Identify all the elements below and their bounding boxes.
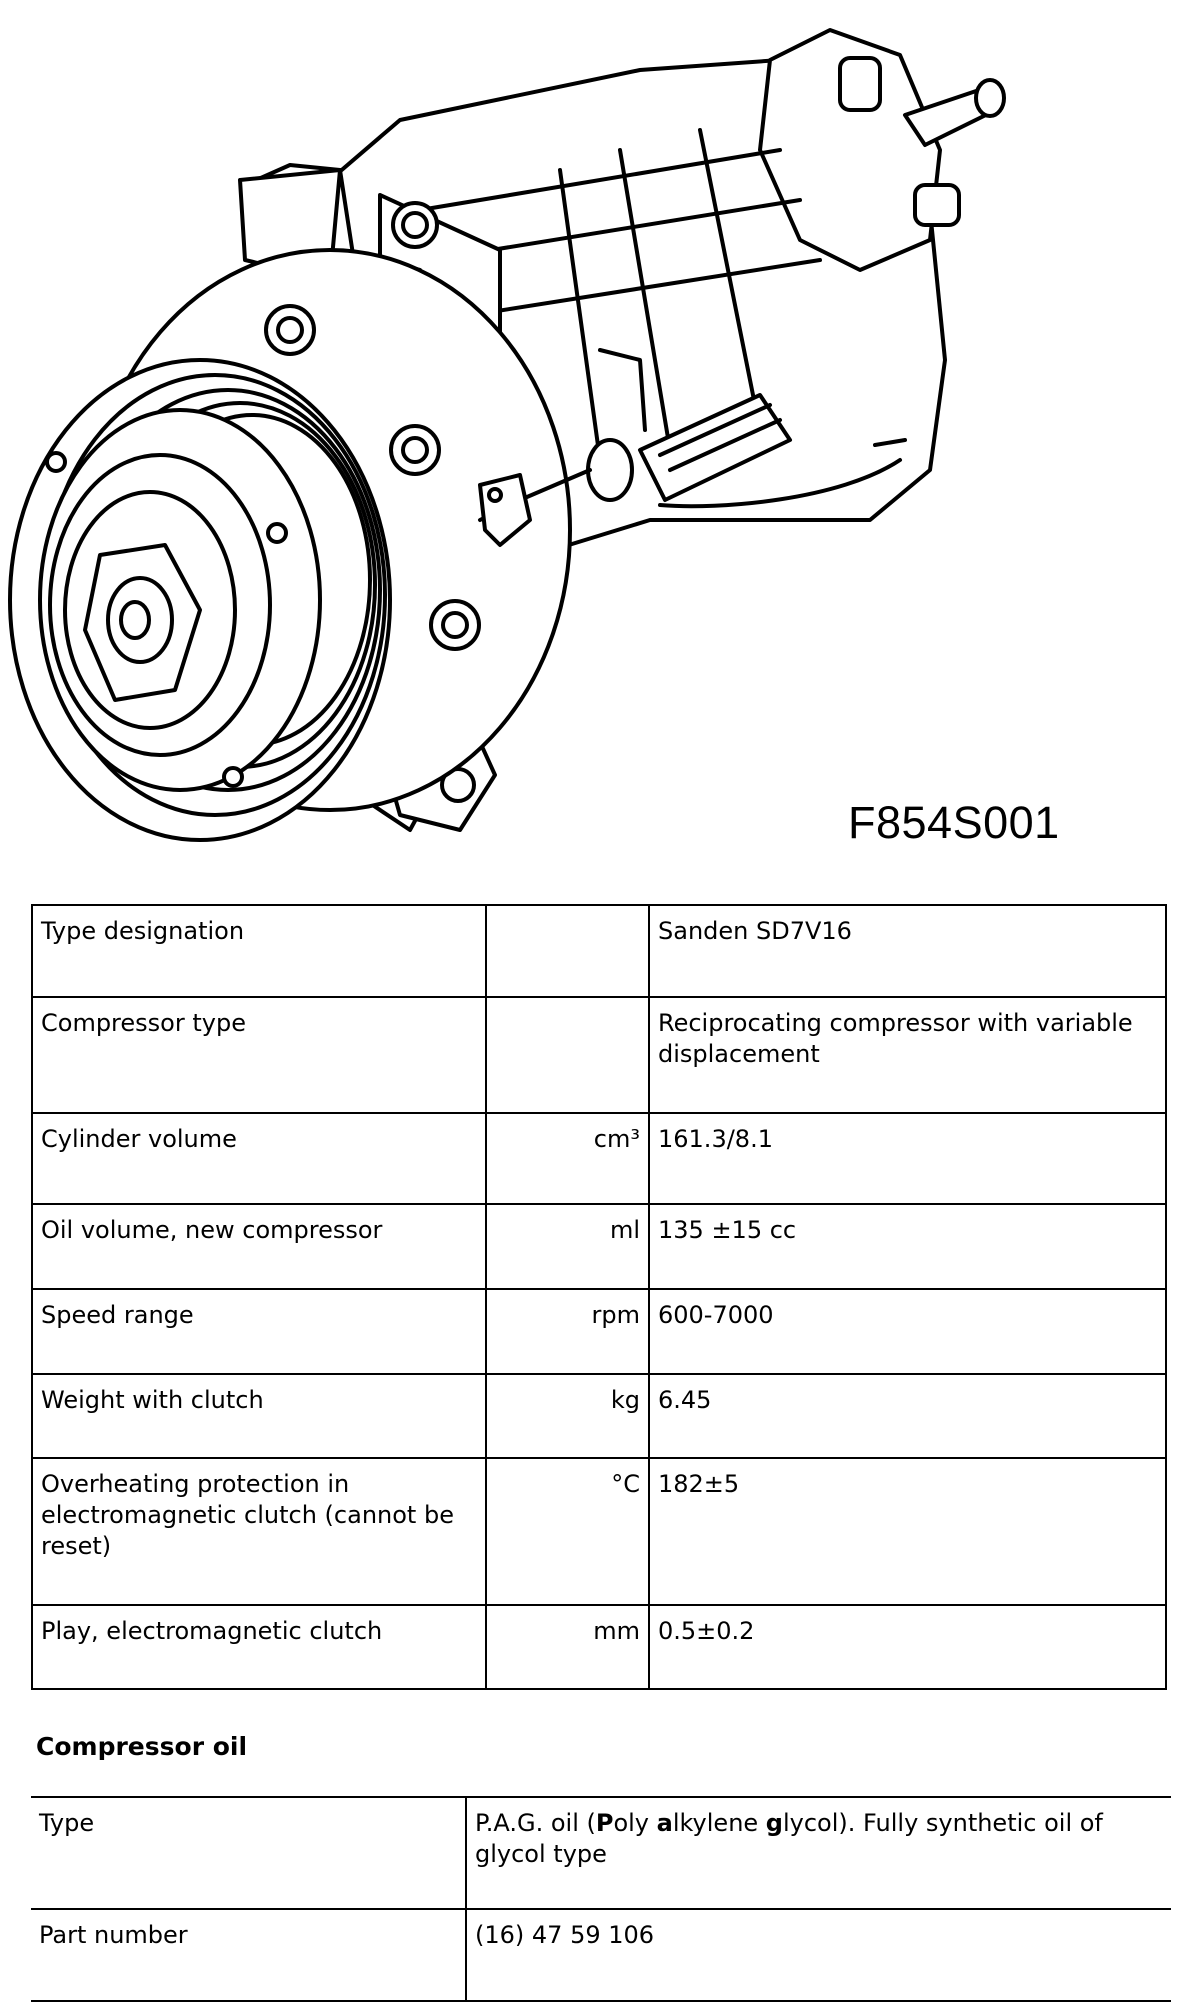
compressor-illustration <box>8 28 1006 842</box>
oil-part-number: (16) 47 59 106 <box>466 1908 1171 2002</box>
oil-type-text: lycol). Fully synthetic oil of glycol ty… <box>475 1809 1103 1868</box>
spec-unit: cm³ <box>485 1112 650 1205</box>
table-row: Overheating protection in electromagneti… <box>31 1457 1167 1606</box>
spec-label: Oil volume, new compressor <box>31 1203 487 1290</box>
spec-label: Speed range <box>31 1288 487 1375</box>
oil-type-value: P.A.G. oil (Poly alkylene glycol). Fully… <box>466 1796 1171 1910</box>
spec-label: Compressor type <box>31 996 487 1114</box>
spec-label: Type designation <box>31 904 487 998</box>
oil-type-text: oly <box>613 1809 657 1837</box>
oil-type-emphasis: a <box>656 1809 673 1837</box>
spec-label: Cylinder volume <box>31 1112 487 1205</box>
oil-type-emphasis: g <box>765 1809 783 1837</box>
spec-value: 0.5±0.2 <box>648 1604 1167 1690</box>
table-row: Part number (16) 47 59 106 <box>31 1908 1171 2002</box>
spec-label: Play, electromagnetic clutch <box>31 1604 487 1690</box>
oil-type-text: P.A.G. oil ( <box>475 1809 596 1837</box>
compressor-oil-heading: Compressor oil <box>36 1732 248 1761</box>
spec-value: 6.45 <box>648 1373 1167 1459</box>
oil-label: Type <box>31 1796 467 1910</box>
spec-unit: rpm <box>485 1288 650 1375</box>
table-row: Type designation Sanden SD7V16 <box>31 904 1167 998</box>
compressor-spec-table: Type designation Sanden SD7V16 Compresso… <box>31 904 1167 1690</box>
spec-label: Overheating protection in electromagneti… <box>31 1457 487 1606</box>
spec-value: Sanden SD7V16 <box>648 904 1167 998</box>
spec-unit: mm <box>485 1604 650 1690</box>
table-row: Type P.A.G. oil (Poly alkylene glycol). … <box>31 1796 1171 1910</box>
spec-value: Reciprocating compressor with variable d… <box>648 996 1167 1114</box>
spec-value: 161.3/8.1 <box>648 1112 1167 1205</box>
spec-label: Weight with clutch <box>31 1373 487 1459</box>
spec-unit: °C <box>485 1457 650 1606</box>
table-row: Speed range rpm 600-7000 <box>31 1288 1167 1375</box>
table-row: Weight with clutch kg 6.45 <box>31 1373 1167 1459</box>
table-row: Compressor type Reciprocating compressor… <box>31 996 1167 1114</box>
oil-type-text: lkylene <box>672 1809 766 1837</box>
oil-label: Part number <box>31 1908 467 2002</box>
compressor-oil-table: Type P.A.G. oil (Poly alkylene glycol). … <box>31 1796 1171 2002</box>
spec-unit <box>485 904 650 998</box>
spec-unit: ml <box>485 1203 650 1290</box>
table-row: Cylinder volume cm³ 161.3/8.1 <box>31 1112 1167 1205</box>
spec-value: 135 ±15 cc <box>648 1203 1167 1290</box>
figure-code: F854S001 <box>848 797 1060 848</box>
spec-unit <box>485 996 650 1114</box>
table-row: Play, electromagnetic clutch mm 0.5±0.2 <box>31 1604 1167 1690</box>
table-row: Oil volume, new compressor ml 135 ±15 cc <box>31 1203 1167 1290</box>
spec-value: 600-7000 <box>648 1288 1167 1375</box>
spec-value: 182±5 <box>648 1457 1167 1606</box>
spec-unit: kg <box>485 1373 650 1459</box>
oil-type-emphasis: P <box>595 1809 614 1837</box>
